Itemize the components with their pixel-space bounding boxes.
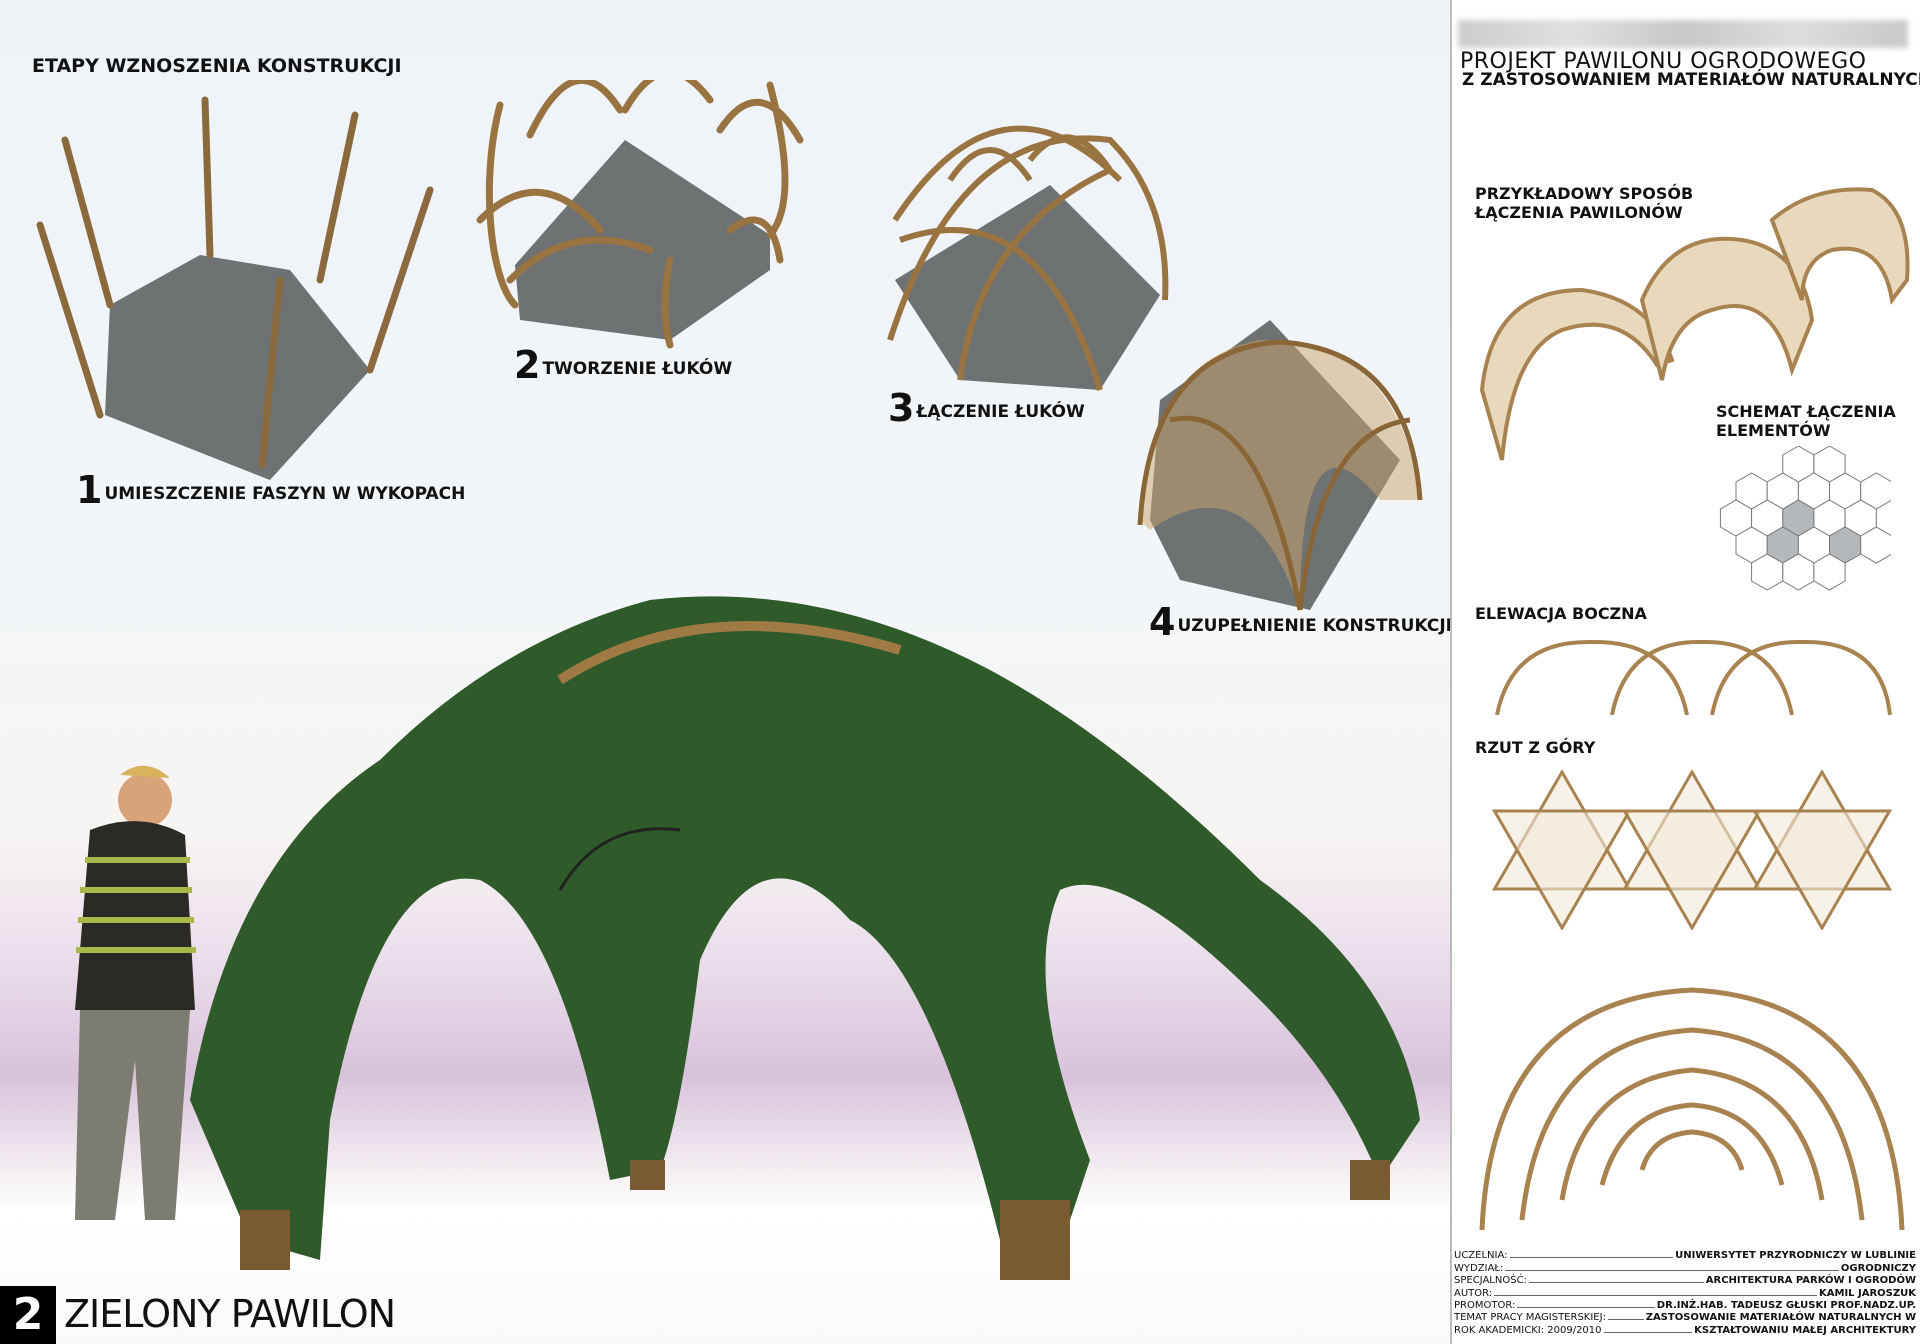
interior-perspective-drawing (1479, 987, 1905, 1231)
info-row: UCZELNIA: UNIWERSYTET PRZYRODNICZY W LUBL… (1454, 1249, 1916, 1261)
plan-star-triangle (1621, 809, 1763, 930)
plan-star-triangle (1751, 809, 1892, 930)
elevation-label: ELEWACJA BOCZNA (1475, 604, 1647, 623)
stage-4-illustration (1137, 320, 1423, 611)
info-leader-line (1517, 1306, 1655, 1308)
info-value: DR.INŻ.HAB. TADEUSZ GŁUSKI PROF.NADZ.UP. (1656, 1299, 1916, 1311)
info-row: SPECJALNOŚĆ: ARCHITEKTURA PARKÓW I OGRODÓ… (1454, 1274, 1916, 1286)
project-subtitle: Z ZASTOSOWANIEM MATERIAŁÓW NATURALNYCH (1462, 70, 1920, 90)
info-value: KAMIL JAROSZUK (1819, 1287, 1916, 1299)
person-figure (75, 765, 196, 1220)
info-leader-line (1603, 1331, 1693, 1333)
info-row: TEMAT PRACY MAGISTERSKIEJ: ZASTOSOWANIE M… (1454, 1311, 1916, 1323)
stage-2-illustration (476, 80, 804, 349)
info-value: OGRODNICZY (1840, 1262, 1916, 1274)
board-number: 2 (0, 1286, 56, 1344)
plan-star-triangle (1492, 809, 1633, 930)
hex-cell (1860, 526, 1891, 564)
stage-3-illustration (887, 125, 1169, 391)
info-row: ROK AKADEMICKI: 2009/2010 KSZTAŁTOWANIU M… (1454, 1323, 1916, 1336)
info-key: UCZELNIA: (1454, 1250, 1508, 1262)
info-value: UNIWERSYTET PRZYRODNICZY W LUBLINIE (1675, 1250, 1916, 1262)
board-title: ZIELONY PAWILON (64, 1292, 396, 1336)
plan-label: RZUT Z GÓRY (1475, 738, 1596, 757)
info-key: ROK AKADEMICKI: 2009/2010 (1454, 1324, 1602, 1336)
stages-heading: ETAPY WZNOSZENIA KONSTRUKCJI (32, 55, 402, 77)
hex-cell (1813, 553, 1846, 591)
green-pavilion-render (75, 596, 1420, 1280)
info-value: ARCHITEKTURA PARKÓW I OGRODÓW (1705, 1275, 1916, 1287)
pavilion-bases (240, 1160, 1390, 1280)
info-leader-line (1494, 1294, 1817, 1296)
info-key: AUTOR: (1454, 1287, 1493, 1299)
blurred-header (1458, 20, 1908, 48)
pavilion-foliage (190, 596, 1420, 1260)
info-row: PROMOTOR: DR.INŻ.HAB. TADEUSZ GŁUSKI PROF… (1454, 1299, 1916, 1311)
info-leader-line (1528, 1282, 1704, 1284)
info-value: KSZTAŁTOWANIU MAŁEJ ARCHITEKTURY (1694, 1324, 1916, 1336)
info-key: PROMOTOR: (1454, 1299, 1516, 1311)
info-key: SPECJALNOŚĆ: (1454, 1275, 1527, 1287)
hexagon-scheme (1719, 446, 1891, 591)
side-elevation-drawing (1495, 639, 1892, 715)
top-plan-drawing (1492, 770, 1892, 930)
info-leader-line (1607, 1319, 1644, 1321)
project-title: PROJEKT PAWILONU OGRODOWEGO (1460, 49, 1867, 74)
info-table: UCZELNIA: UNIWERSYTET PRZYRODNICZY W LUBL… (1454, 1249, 1916, 1336)
info-row: WYDZIAŁ: OGRODNICZY (1454, 1261, 1916, 1274)
info-key: TEMAT PRACY MAGISTERSKIEJ: (1454, 1312, 1606, 1324)
info-leader-line (1505, 1269, 1839, 1271)
project-info-panel: PROJEKT PAWILONU OGRODOWEGO Z ZASTOSOWAN… (1450, 0, 1920, 1344)
info-value: ZASTOSOWANIE MATERIAŁÓW NATURALNYCH W (1645, 1312, 1916, 1324)
info-leader-line (1509, 1257, 1674, 1259)
info-row: AUTOR: KAMIL JAROSZUK (1454, 1286, 1916, 1299)
info-key: WYDZIAŁ: (1454, 1262, 1504, 1274)
construction-stages-illustration (36, 80, 1423, 611)
stage-1-illustration (36, 96, 434, 480)
joined-pavilions-illustration (1479, 187, 1910, 461)
